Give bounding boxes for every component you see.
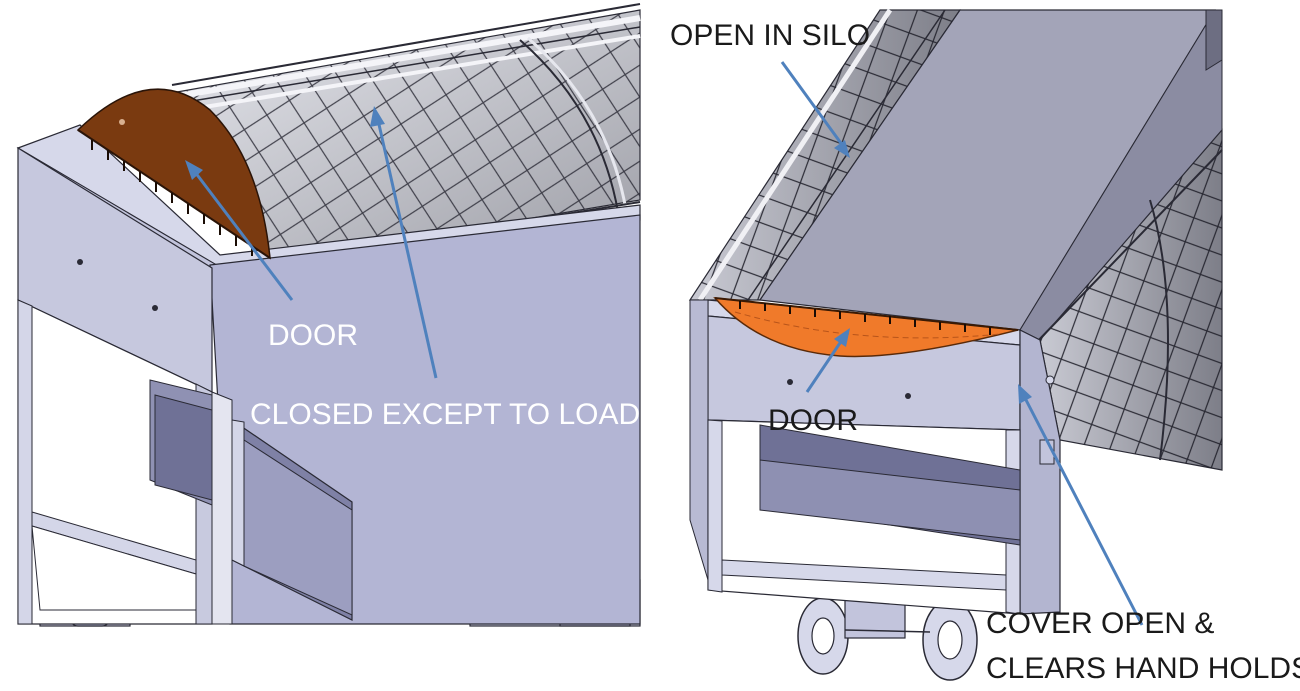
right-wheel-assembly bbox=[797, 597, 978, 681]
left-panel: DOOR CLOSED EXCEPT TO LOAD bbox=[16, 3, 641, 627]
left-door-arrow bbox=[185, 160, 294, 301]
open-in-silo-arrow bbox=[780, 61, 850, 158]
right-panel: OPEN IN SILO DOOR COVER OPEN & CLEARS HA… bbox=[670, 8, 1300, 685]
left-screen-drum bbox=[158, 3, 641, 263]
left-lower-frame bbox=[17, 299, 353, 625]
cover-open-label-line1: COVER OPEN & bbox=[986, 607, 1214, 640]
right-lower-frame bbox=[707, 419, 1021, 615]
cover-open-label-line2: CLEARS HAND HOLDS bbox=[986, 652, 1300, 685]
open-in-silo-label: OPEN IN SILO bbox=[670, 19, 870, 52]
closed-except-to-load-label: CLOSED EXCEPT TO LOAD bbox=[250, 398, 640, 431]
closed-except-to-load-arrow bbox=[370, 106, 438, 379]
right-door-shape bbox=[713, 297, 1019, 358]
right-door-label: DOOR bbox=[768, 404, 858, 437]
right-door-arrow bbox=[805, 328, 850, 393]
left-door-label: DOOR bbox=[268, 319, 358, 352]
left-door-shape bbox=[76, 88, 271, 260]
cover-open-arrow bbox=[1018, 384, 1144, 626]
